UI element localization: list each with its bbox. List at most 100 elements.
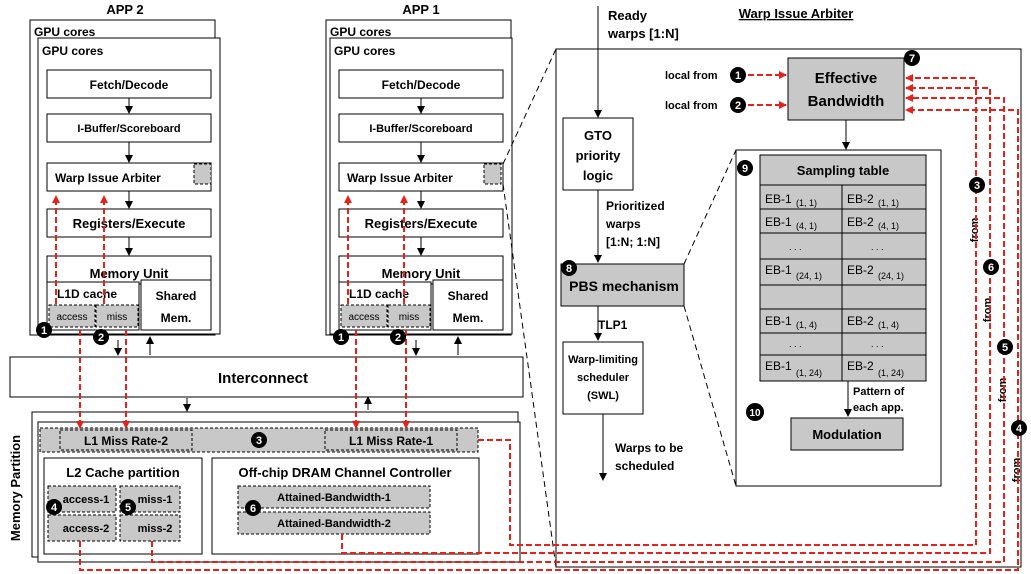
app1-memory-unit: Memory Unit <box>382 266 461 281</box>
svg-text:7: 7 <box>909 53 915 65</box>
marker-10: 10 <box>746 403 764 421</box>
marker-1-app2: 1 <box>36 322 52 338</box>
marker-2-local: 2 <box>730 97 746 113</box>
svg-text:4: 4 <box>1016 423 1023 435</box>
swl-line-1: Warp-limiting <box>568 354 638 366</box>
swl-line-2: scheduler <box>577 372 630 384</box>
eb2-row-5-sub: (1, 24) <box>878 368 904 378</box>
eb2-row-4-sub: (1, 4) <box>878 320 899 330</box>
pattern-line-2: each app. <box>853 402 904 414</box>
eb1-row-3: EB-1 <box>765 263 792 277</box>
eb2-row-1: EB-2 <box>847 192 874 206</box>
sampling-table: EB-1 (1, 1) EB-2 (1, 1) EB-1 (4, 1) EB-2… <box>759 184 927 382</box>
marker-4-partition: 4 <box>46 499 62 515</box>
app2-ibuffer: I-Buffer/Scoreboard <box>77 123 180 135</box>
app1-gpu-cores-back: GPU cores <box>330 25 392 39</box>
tlp1-label: TLP1 <box>598 318 628 332</box>
app1-warp-issue: Warp Issue Arbiter <box>347 171 453 185</box>
feedback-links <box>52 74 1019 571</box>
warp-issue-arbiter-detail: Warp Issue Arbiter Ready warps [1:N] GTO… <box>502 6 1023 568</box>
ellipsis-1: . . . <box>789 242 802 252</box>
marker-3-from: 3 <box>969 177 985 193</box>
eb2-row-1-sub: (1, 1) <box>878 198 899 208</box>
l2-cache-title: L2 Cache partition <box>66 465 179 480</box>
app2-warp-issue: Warp Issue Arbiter <box>55 171 161 185</box>
app2-core: APP 2 GPU cores GPU cores Fetch/Decode I… <box>29 2 221 356</box>
svg-text:6: 6 <box>988 262 994 274</box>
eb2-row-5: EB-2 <box>847 359 874 373</box>
app2-mem: Mem. <box>161 311 192 325</box>
app2-title: APP 2 <box>106 2 143 17</box>
svg-text:4: 4 <box>51 502 58 514</box>
pattern-line-1: Pattern of <box>853 386 905 398</box>
svg-text:10: 10 <box>749 408 761 419</box>
ready-line-2: warps [1:N] <box>607 26 679 41</box>
app2-shared: Shared <box>156 289 197 303</box>
svg-text:3: 3 <box>974 180 980 192</box>
access-1: access-1 <box>63 494 110 506</box>
attained-bw-1: Attained-Bandwidth-1 <box>277 492 391 504</box>
dram-title: Off-chip DRAM Channel Controller <box>238 465 451 480</box>
svg-text:1: 1 <box>735 70 741 82</box>
attained-bw-2: Attained-Bandwidth-2 <box>277 518 391 530</box>
prioritized-line-2: warps <box>605 217 641 231</box>
app2-l1d: L1D cache <box>57 287 117 301</box>
interconnect-label: Interconnect <box>218 370 308 387</box>
app1-gpu-cores-label: GPU cores <box>334 44 396 58</box>
gto-line-2: priority <box>576 148 622 163</box>
app1-l1d: L1D cache <box>349 287 409 301</box>
memory-partition: Memory Partition L1 Miss Rate-2 L1 Miss … <box>8 411 521 563</box>
eb1-row-5-sub: (1, 24) <box>796 368 822 378</box>
eb1-row-2-sub: (4, 1) <box>796 221 817 231</box>
pbs-label: PBS mechanism <box>569 278 679 294</box>
warps-sched-line-2: scheduled <box>615 459 674 473</box>
marker-5-partition: 5 <box>120 499 136 515</box>
svg-text:2: 2 <box>395 332 401 344</box>
app1-mem: Mem. <box>453 311 484 325</box>
app1-fetch-decode: Fetch/Decode <box>382 78 461 92</box>
prioritized-line-3: [1:N; 1:N] <box>606 235 660 249</box>
ellipsis-2: . . . <box>871 242 884 252</box>
ellipsis-3: . . . <box>789 339 802 349</box>
app1-registers: Registers/Execute <box>365 216 478 231</box>
l1-miss-rate-1: L1 Miss Rate-1 <box>349 434 433 448</box>
eb2-row-2: EB-2 <box>847 215 874 229</box>
app2-gpu-cores-label: GPU cores <box>42 44 104 58</box>
interconnect-box <box>9 356 524 398</box>
app1-title: APP 1 <box>402 2 439 17</box>
ready-line-1: Ready <box>608 8 648 23</box>
marker-6-from: 6 <box>983 259 999 275</box>
marker-8: 8 <box>561 260 577 276</box>
svg-text:5: 5 <box>1002 342 1008 354</box>
eb1-row-2: EB-1 <box>765 215 792 229</box>
eb2-row-2-sub: (4, 1) <box>878 221 899 231</box>
svg-text:1: 1 <box>338 332 344 344</box>
svg-text:9: 9 <box>742 163 748 175</box>
swl-line-3: (SWL) <box>587 390 619 402</box>
local-from-1: local from <box>665 70 718 82</box>
app2-memory-unit: Memory Unit <box>90 266 169 281</box>
marker-9: 9 <box>737 160 753 176</box>
prioritized-line-1: Prioritized <box>606 199 665 213</box>
marker-4-from: 4 <box>1011 420 1027 436</box>
marker-2-app1: 2 <box>390 329 406 345</box>
svg-text:1: 1 <box>41 325 47 337</box>
app2-access: access <box>56 312 87 323</box>
marker-3-partition: 3 <box>251 432 267 448</box>
warps-sched-line-1: Warps to be <box>615 441 684 455</box>
marker-7: 7 <box>904 50 920 66</box>
eb1-row-1-sub: (1, 1) <box>796 198 817 208</box>
app2-gpu-cores-back: GPU cores <box>34 25 96 39</box>
app1-miss: miss <box>399 312 420 323</box>
number-markers: 1 2 1 2 3 4 5 6 1 2 7 8 9 10 3 6 5 4 <box>36 50 1027 516</box>
from-6: from <box>982 298 994 323</box>
sampling-table-title: Sampling table <box>797 163 889 178</box>
eb1-row-4: EB-1 <box>765 314 792 328</box>
arbiter-title: Warp Issue Arbiter <box>739 6 854 21</box>
eb2-row-4: EB-2 <box>847 314 874 328</box>
miss-1: miss-1 <box>138 494 173 506</box>
eb1-row-5: EB-1 <box>765 359 792 373</box>
svg-text:8: 8 <box>566 263 572 275</box>
access-2: access-2 <box>63 523 110 535</box>
svg-text:3: 3 <box>256 435 262 447</box>
